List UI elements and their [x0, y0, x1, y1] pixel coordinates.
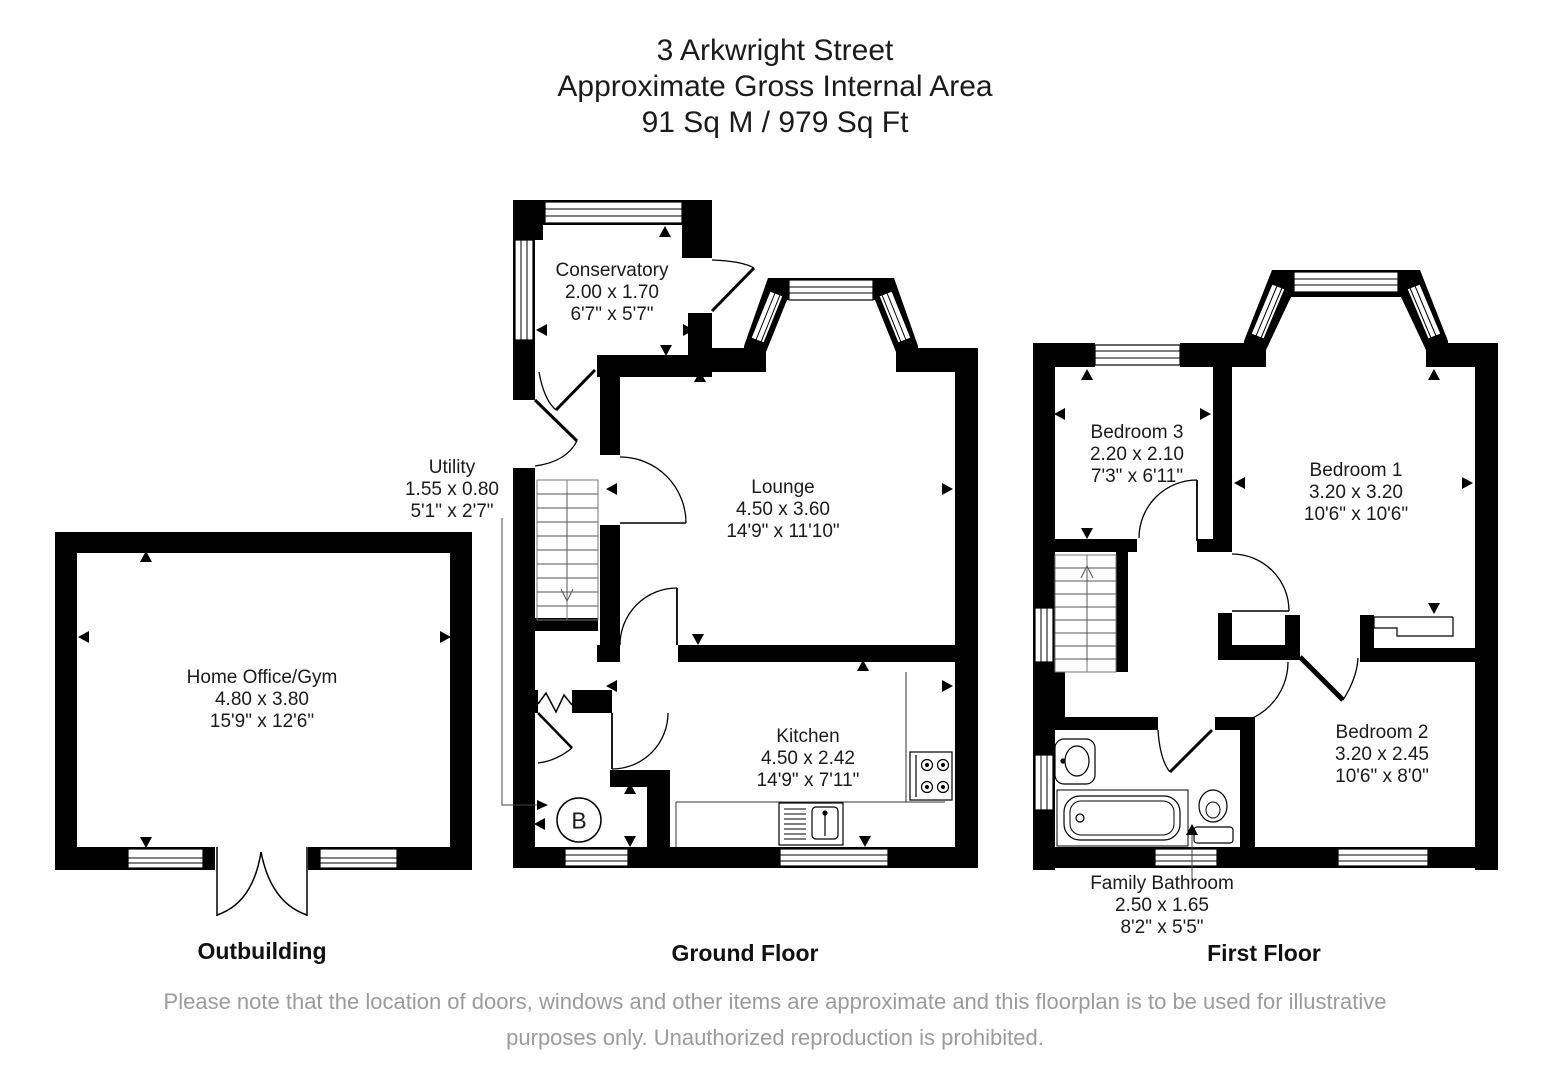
landing-door-arc — [1225, 661, 1289, 725]
outbuilding-plan — [55, 532, 472, 916]
room-label-home-office: Home Office/Gym 4.80 x 3.80 15'9" x 12'6… — [186, 667, 338, 732]
room-label-bedroom3: Bedroom 3 2.20 x 2.10 7'3" x 6'11" — [1089, 422, 1185, 487]
boiler-label: B — [571, 807, 587, 834]
utility-leader-arrow — [501, 518, 548, 810]
bathroom-window-left — [1034, 754, 1054, 811]
ground-stairs-icon — [536, 479, 599, 621]
kitchen-counter — [675, 672, 945, 847]
kitchen-door — [611, 712, 669, 770]
bathtub-icon — [1056, 789, 1189, 847]
room-label-utility: Utility 1.55 x 0.80 5'1" x 2'7" — [404, 457, 500, 522]
outbuilding-window-right — [319, 848, 398, 869]
room-label-kitchen: Kitchen 4.50 x 2.42 14'9" x 7'11" — [756, 726, 860, 791]
zigzag-symbol — [537, 691, 573, 714]
bedroom1-wardrobe-recess — [1373, 616, 1454, 637]
outbuilding-window-left — [127, 848, 204, 869]
bedroom3-door — [1138, 479, 1198, 541]
kitchen-hob-icon — [909, 751, 953, 801]
toilet-icon — [1193, 789, 1234, 844]
outbuilding-dimension-arrows — [78, 551, 451, 848]
room-label-bathroom: Family Bathroom 2.50 x 1.65 8'2" x 5'5" — [1090, 873, 1234, 938]
room-label-lounge: Lounge 4.50 x 3.60 14'9" x 11'10" — [726, 477, 840, 542]
bathroom-window-bottom — [1154, 848, 1218, 867]
hall-lounge-door — [619, 456, 687, 524]
stairs-window-left — [1034, 607, 1054, 663]
conservatory-exterior-door — [710, 259, 756, 313]
conservatory-hall-door — [538, 368, 597, 412]
bedroom3-window-top — [1094, 344, 1181, 366]
front-door — [533, 398, 579, 467]
room-label-bedroom2: Bedroom 2 3.20 x 2.45 10'6" x 8'0" — [1334, 722, 1430, 787]
title-area-caption: Approximate Gross Internal Area — [557, 70, 993, 103]
first-floor-plan — [1033, 270, 1498, 884]
ground-window-bottom-left — [564, 848, 629, 867]
bedroom1-bay-window — [1244, 270, 1448, 367]
room-label-bedroom1: Bedroom 1 3.20 x 3.20 10'6" x 10'6" — [1303, 460, 1409, 525]
boiler-room-door — [537, 712, 573, 764]
disclaimer-text: Please note that the location of doors, … — [163, 989, 1387, 1050]
bedroom2-window-bottom — [1337, 848, 1429, 867]
floor-label-outbuilding: Outbuilding — [197, 938, 327, 964]
ground-dimension-arrows — [534, 226, 953, 847]
first-floor-dimension-arrows — [1054, 369, 1473, 614]
lounge-kitchen-door — [619, 587, 678, 646]
room-label-conservatory: Conservatory 2.00 x 1.70 6'7" x 5'7" — [555, 260, 669, 325]
outbuilding-door-icon — [216, 847, 308, 916]
conservatory-window-left — [514, 239, 534, 341]
bathroom-basin-icon — [1054, 738, 1096, 785]
first-floor-stairs-icon — [1054, 554, 1117, 673]
floor-label-first: First Floor — [1207, 940, 1321, 966]
kitchen-sink-icon — [778, 802, 844, 846]
conservatory-window-top — [544, 201, 683, 224]
floor-label-ground: Ground Floor — [671, 940, 819, 966]
ground-floor-plan — [501, 200, 978, 868]
title-area-value: 91 Sq M / 979 Sq Ft — [641, 106, 909, 139]
bathroom-leader-arrow — [1186, 824, 1198, 884]
lounge-bay-window — [744, 278, 918, 372]
bathroom-door — [1157, 728, 1214, 774]
kitchen-window-bottom — [779, 848, 889, 867]
bedroom1-door — [1231, 553, 1290, 612]
plan-title: 3 Arkwright Street Approximate Gross Int… — [557, 33, 992, 141]
title-address: 3 Arkwright Street — [656, 34, 894, 67]
bedroom2-door — [1298, 655, 1359, 702]
boiler-icon — [556, 797, 602, 843]
